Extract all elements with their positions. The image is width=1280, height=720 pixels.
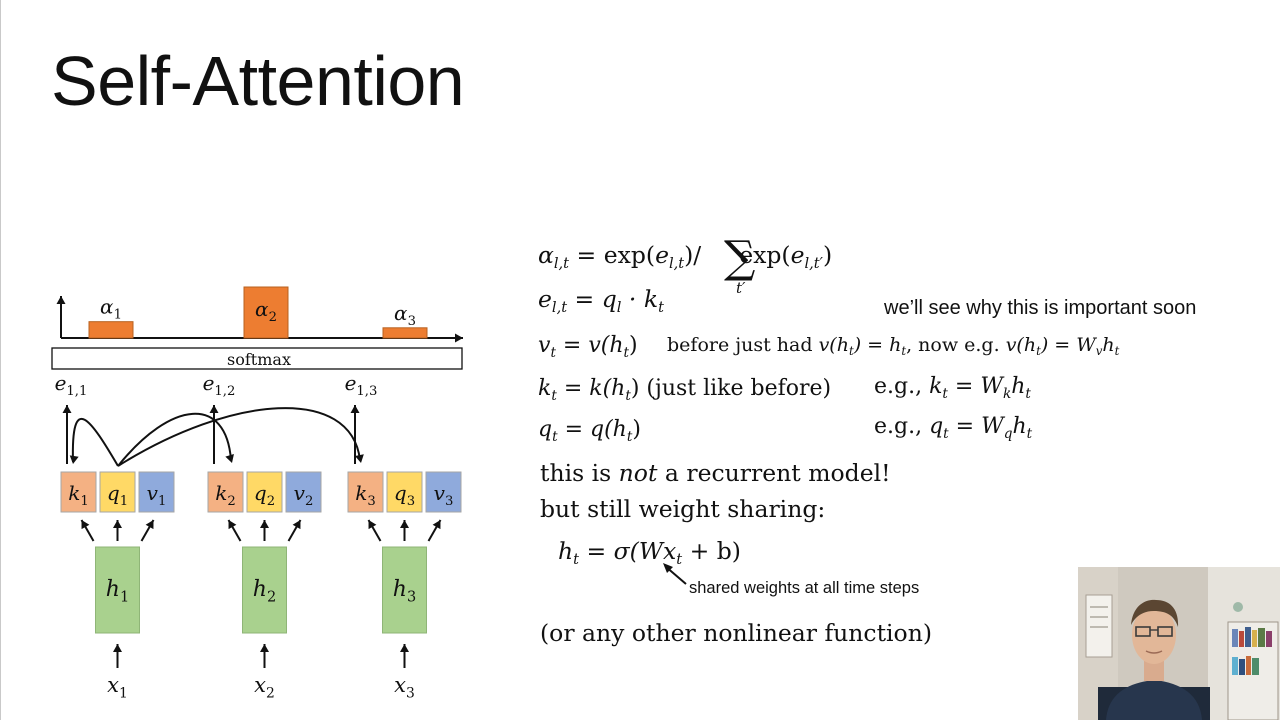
nonlinear-note: (or any other nonlinear function) <box>540 619 932 647</box>
value-box-2 <box>285 471 322 513</box>
query-box-2 <box>246 471 283 513</box>
hidden-to-query-arrow-3-head <box>400 520 409 528</box>
equation-energy: el,t = ql · kt <box>538 285 664 317</box>
query-to-key3-curve <box>117 407 361 467</box>
energy-label-1: e1,1 <box>55 371 88 399</box>
weight-sharing-note: but still weight sharing: <box>540 495 826 523</box>
alpha-bar-2 <box>243 286 289 339</box>
input-label-3: x3 <box>394 673 415 701</box>
key2-to-energy2-arrow-head <box>209 405 219 413</box>
key-label-3: k3 <box>355 481 376 509</box>
exp-open-2: exp( <box>739 241 791 269</box>
query-to-key2-head <box>225 454 234 463</box>
important-soon-note: we’ll see why this is important soon <box>884 297 1197 319</box>
value-box-3 <box>425 471 462 513</box>
input-arrow-2-head <box>260 644 269 652</box>
exp-open: exp( <box>603 241 656 269</box>
hidden-label-2: h2 <box>253 577 276 606</box>
alpha-subscript: l,t <box>553 255 570 273</box>
key-box-3 <box>347 471 384 513</box>
hidden-box-1 <box>95 546 140 634</box>
hidden-label-1: h1 <box>106 577 129 606</box>
key3-to-energy3-arrow-head <box>350 405 360 413</box>
value-box-1 <box>138 471 175 513</box>
input-label-1: x1 <box>107 673 128 701</box>
alpha-x-axis-head <box>455 333 463 343</box>
key-label-1: k1 <box>68 481 89 509</box>
input-arrow-3-head <box>400 644 409 652</box>
query-box-1 <box>99 471 136 513</box>
equation-attention-weights: αl,t = exp(el,t)/exp(el,t′) <box>538 241 832 273</box>
hidden-to-key-arrow-1-head <box>81 520 90 530</box>
query-label-2: q2 <box>254 481 275 509</box>
energy-label-3: e1,3 <box>345 371 378 399</box>
alpha-label-2: α2 <box>255 297 277 325</box>
softmax-label: softmax <box>227 350 291 369</box>
hidden-to-key-arrow-2-head <box>228 520 237 530</box>
sum-subscript: t′ <box>736 279 746 297</box>
shared-weights-arrow-icon <box>663 563 687 585</box>
alpha-bar-1 <box>88 321 134 339</box>
query-to-key1-curve <box>71 418 119 467</box>
query-to-key2-curve <box>117 412 232 467</box>
hidden-to-key-arrow-3-head <box>368 520 377 530</box>
sum-symbol: ∑ <box>724 232 756 283</box>
equation-hidden: ht = σ(Wxt + b) <box>558 537 741 569</box>
alpha-symbol: α <box>538 241 554 269</box>
query-box-3 <box>386 471 423 513</box>
input-label-2: x2 <box>254 673 275 701</box>
query-example: e.g., qt = Wqht <box>874 414 1033 442</box>
softmax-box <box>51 347 463 370</box>
equals-sign: = <box>576 241 597 269</box>
alpha-y-axis-head <box>56 296 66 304</box>
divide-sign: )/ <box>684 241 702 269</box>
not-recurrent-note: this is not a recurrent model! <box>540 459 891 487</box>
value-comment: before just had v(ht) = ht, now e.g. v(h… <box>667 334 1120 359</box>
key-label-2: k2 <box>215 481 236 509</box>
hidden-to-value-arrow-3-head <box>432 520 441 530</box>
hidden-to-query-arrow-2-head <box>260 520 269 528</box>
value-label-2: v2 <box>294 481 314 509</box>
hidden-to-query-arrow-1-head <box>113 520 122 528</box>
presenter-video-icon <box>1078 567 1280 720</box>
key1-to-energy1-arrow-head <box>62 405 72 413</box>
equation-key: kt = k(ht) (just like before) <box>538 376 832 404</box>
energy-symbol: e <box>655 241 669 269</box>
shared-weights-note: shared weights at all time steps <box>689 579 920 597</box>
hidden-box-2 <box>242 546 287 634</box>
key-box-1 <box>60 471 97 513</box>
energy-subscript: l,t <box>668 255 685 273</box>
query-label-3: q3 <box>394 481 415 509</box>
energy-symbol-2: e <box>790 241 805 269</box>
query-to-key3-head <box>355 454 364 463</box>
alpha-bar-3 <box>382 327 428 339</box>
slide-title: Self-Attention <box>51 42 465 120</box>
hidden-to-value-arrow-2-head <box>292 520 301 530</box>
value-label-3: v3 <box>434 481 454 509</box>
alpha-label-3: α3 <box>394 301 416 329</box>
energy-subscript-2: l,t′ <box>804 255 823 273</box>
presenter-video <box>1078 567 1280 720</box>
equation-value: vt = v(ht) <box>538 333 638 361</box>
key-example: e.g., kt = Wkht <box>874 374 1031 402</box>
input-arrow-1-head <box>113 644 122 652</box>
key-box-2 <box>207 471 244 513</box>
hidden-box-3 <box>382 546 427 634</box>
exp-close: ) <box>822 241 833 269</box>
value-label-1: v1 <box>147 481 167 509</box>
query-label-1: q1 <box>107 481 128 509</box>
equation-query: qt = q(ht) <box>538 417 641 445</box>
hidden-label-3: h3 <box>393 577 416 606</box>
energy-label-2: e1,2 <box>203 371 236 399</box>
query-to-key1-head <box>69 455 79 464</box>
hidden-to-value-arrow-1-head <box>145 520 154 530</box>
alpha-label-1: α1 <box>100 295 122 323</box>
